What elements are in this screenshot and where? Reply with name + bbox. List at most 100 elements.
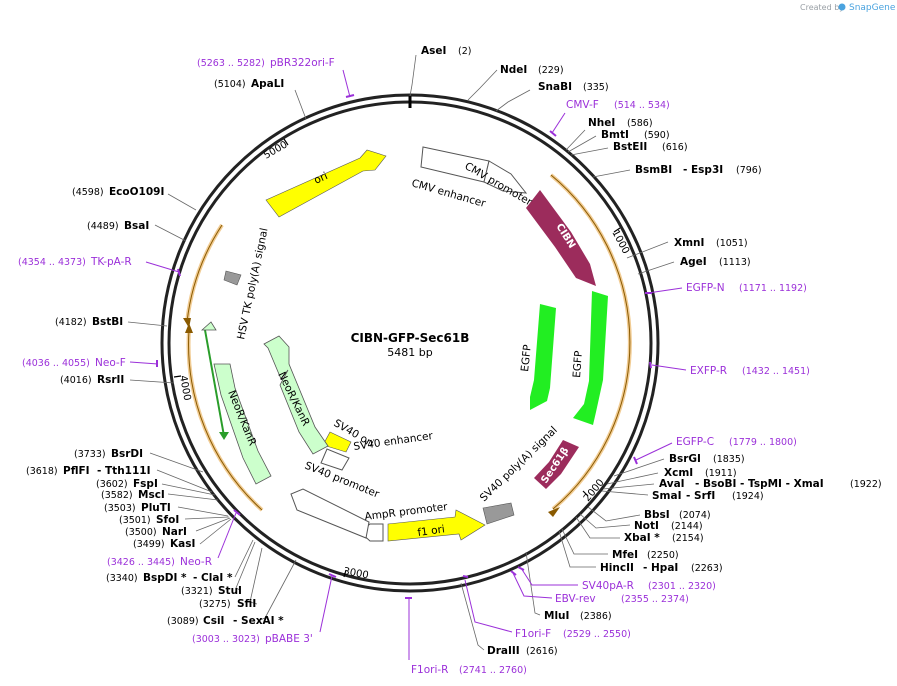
svg-text:MscI: MscI <box>138 489 165 501</box>
leader-nari <box>195 517 231 532</box>
site-xcmi[interactable]: XcmI (1911) <box>664 467 737 479</box>
svg-text:(3003 .. 3023): (3003 .. 3023) <box>192 634 260 645</box>
feature-sv40-polya[interactable] <box>482 502 515 525</box>
primer-sv40par[interactable]: SV40pA-R (2301 .. 2320) <box>582 580 716 592</box>
svg-text:(2386): (2386) <box>580 611 612 622</box>
site-nari[interactable]: (3500) NarI <box>125 526 187 538</box>
leader-xbai <box>575 516 620 539</box>
feature-egfp-inner[interactable] <box>530 304 556 410</box>
site-bspdi[interactable]: (3340) BspDI * - ClaI * <box>106 572 233 584</box>
svg-text:(1779 .. 1800): (1779 .. 1800) <box>729 437 797 448</box>
feature-hsv-tk-polya[interactable] <box>223 270 242 286</box>
leader-sfii <box>249 547 263 605</box>
primer-ebvrev[interactable]: EBV-rev (2355 .. 2374) <box>555 593 689 605</box>
svg-text:SnaBI: SnaBI <box>538 81 572 93</box>
site-avai[interactable]: AvaI - BsoBI - TspMI - XmaI (1922) <box>659 478 882 490</box>
svg-text:(2144): (2144) <box>671 521 703 532</box>
site-bbsi[interactable]: BbsI (2074) <box>644 509 711 521</box>
leader-asei <box>409 54 417 97</box>
site-bsrgi[interactable]: BsrGI (1835) <box>669 453 745 465</box>
site-pluti[interactable]: (3503) PluTI <box>104 502 171 514</box>
feature-sv40-enhancer[interactable] <box>320 448 350 471</box>
site-sfoi[interactable]: (3501) SfoI <box>119 514 179 526</box>
svg-text:EGFP-N: EGFP-N <box>686 282 725 294</box>
svg-text:NotI: NotI <box>634 520 659 532</box>
site-nhei[interactable]: NheI (586) <box>588 117 653 129</box>
site-agei[interactable]: AgeI (1113) <box>680 256 751 268</box>
leader-eco0109i <box>167 193 197 211</box>
feature-cibn[interactable] <box>526 190 596 286</box>
feature-sv40-ori[interactable] <box>322 431 352 453</box>
site-snabi[interactable]: SnaBI (335) <box>538 81 609 93</box>
leader-pluti <box>177 506 229 517</box>
leader-bsai <box>154 224 187 242</box>
site-draiii[interactable]: DraIII (2616) <box>487 645 558 657</box>
feature-sv40-promoter[interactable] <box>290 488 370 539</box>
site-mfei[interactable]: MfeI (2250) <box>612 549 679 561</box>
primer-neor[interactable]: (3426 .. 3445) Neo-R <box>107 556 212 568</box>
site-stui[interactable]: (3321) StuI <box>181 585 242 597</box>
primer-egfpc[interactable]: EGFP-C (1779 .. 1800) <box>676 436 797 448</box>
leader-noti <box>579 513 631 529</box>
enzyme-labels-left: (3089) CsiI - SexAI * (3275) SfiI (3321)… <box>26 78 284 627</box>
site-bsrdi[interactable]: (3733) BsrDI <box>74 448 143 460</box>
site-rsrii[interactable]: (4016) RsrII <box>60 374 124 386</box>
primer-f1orif[interactable]: F1ori-F (2529 .. 2550) <box>515 628 631 640</box>
feature-sec61b[interactable] <box>534 440 579 489</box>
feature-neor-outer[interactable] <box>213 363 272 485</box>
svg-text:- Tth111I: - Tth111I <box>97 465 151 477</box>
svg-text:(3275): (3275) <box>199 599 231 610</box>
site-noti[interactable]: NotI (2144) <box>634 520 703 532</box>
svg-text:(2301 .. 2320): (2301 .. 2320) <box>648 581 716 592</box>
primer-labels: (5263 .. 5282) pBR322ori-F CMV-F (514 ..… <box>18 57 810 676</box>
site-msci[interactable]: (3582) MscI <box>101 489 165 501</box>
site-kasi[interactable]: (3499) KasI <box>133 538 195 550</box>
primer-f1orir[interactable]: F1ori-R (2741 .. 2760) <box>411 664 527 676</box>
feature-egfp-outer[interactable] <box>573 291 608 425</box>
svg-text:NarI: NarI <box>162 526 187 538</box>
primer-cmvf[interactable]: CMV-F (514 .. 534) <box>566 99 670 111</box>
svg-text:(3733): (3733) <box>74 449 106 460</box>
site-asei[interactable]: AseI (2) <box>421 45 471 57</box>
leader-nhei <box>565 129 586 151</box>
site-bsmbi[interactable]: BsmBI - Esp3I (796) <box>635 164 762 176</box>
orf-arc-right <box>550 174 631 510</box>
site-xbai[interactable]: XbaI * (2154) <box>624 532 704 544</box>
svg-text:(1051): (1051) <box>716 238 748 249</box>
primer-neof[interactable]: (4036 .. 4055) Neo-F <box>22 357 126 369</box>
feature-f1-ori[interactable] <box>387 509 486 542</box>
site-sfii[interactable]: (3275) SfiI <box>199 598 256 610</box>
svg-text:(1113): (1113) <box>719 257 751 268</box>
primer-egfpn[interactable]: EGFP-N (1171 .. 1192) <box>686 282 807 294</box>
svg-text:Neo-F: Neo-F <box>95 357 126 369</box>
primer-tkpar[interactable]: (4354 .. 4373) TK-pA-R <box>18 256 132 268</box>
svg-text:(3321): (3321) <box>181 586 213 597</box>
leader-xcmi <box>606 472 659 485</box>
feature-ori[interactable] <box>265 149 387 218</box>
feature-cmv-promoter[interactable] <box>483 160 528 194</box>
site-ndei[interactable]: NdeI (229) <box>500 64 564 76</box>
site-bsai[interactable]: (4489) BsaI <box>87 220 149 232</box>
site-hincii[interactable]: HincII - HpaI (2263) <box>600 562 723 574</box>
site-xmni[interactable]: XmnI (1051) <box>674 237 748 249</box>
feature-neor-inner[interactable] <box>263 335 329 455</box>
site-csii[interactable]: (3089) CsiI - SexAI * <box>167 615 284 627</box>
site-bsteii[interactable]: BstEII (616) <box>613 141 688 153</box>
site-pflfi[interactable]: (3618) PflFI - Tth111I <box>26 465 151 477</box>
enzyme-pos: (2) <box>458 46 471 57</box>
site-eco0109i[interactable]: (4598) EcoO109I <box>72 186 164 198</box>
site-mlui[interactable]: MluI (2386) <box>544 610 612 622</box>
site-fspi[interactable]: (3602) FspI <box>96 478 158 490</box>
site-bstbi[interactable]: (4182) BstBI <box>55 316 123 328</box>
site-apali[interactable]: (5104) ApaLI <box>214 78 284 90</box>
primer-exfpr[interactable]: EXFP-R (1432 .. 1451) <box>690 365 810 377</box>
svg-text:BspDI *: BspDI * <box>143 572 187 584</box>
site-smai[interactable]: SmaI - SrfI (1924) <box>652 490 764 502</box>
leader-avai <box>602 483 655 490</box>
primer-pbabe[interactable]: (3003 .. 3023) pBABE 3' <box>192 633 313 645</box>
primer-pbr322[interactable]: (5263 .. 5282) pBR322ori-F <box>197 57 335 69</box>
svg-text:PflFI: PflFI <box>63 465 90 477</box>
svg-text:BsaI: BsaI <box>124 220 149 232</box>
site-bmti[interactable]: BmtI (590) <box>601 129 670 141</box>
orf-arc-neo-glow <box>186 329 264 512</box>
